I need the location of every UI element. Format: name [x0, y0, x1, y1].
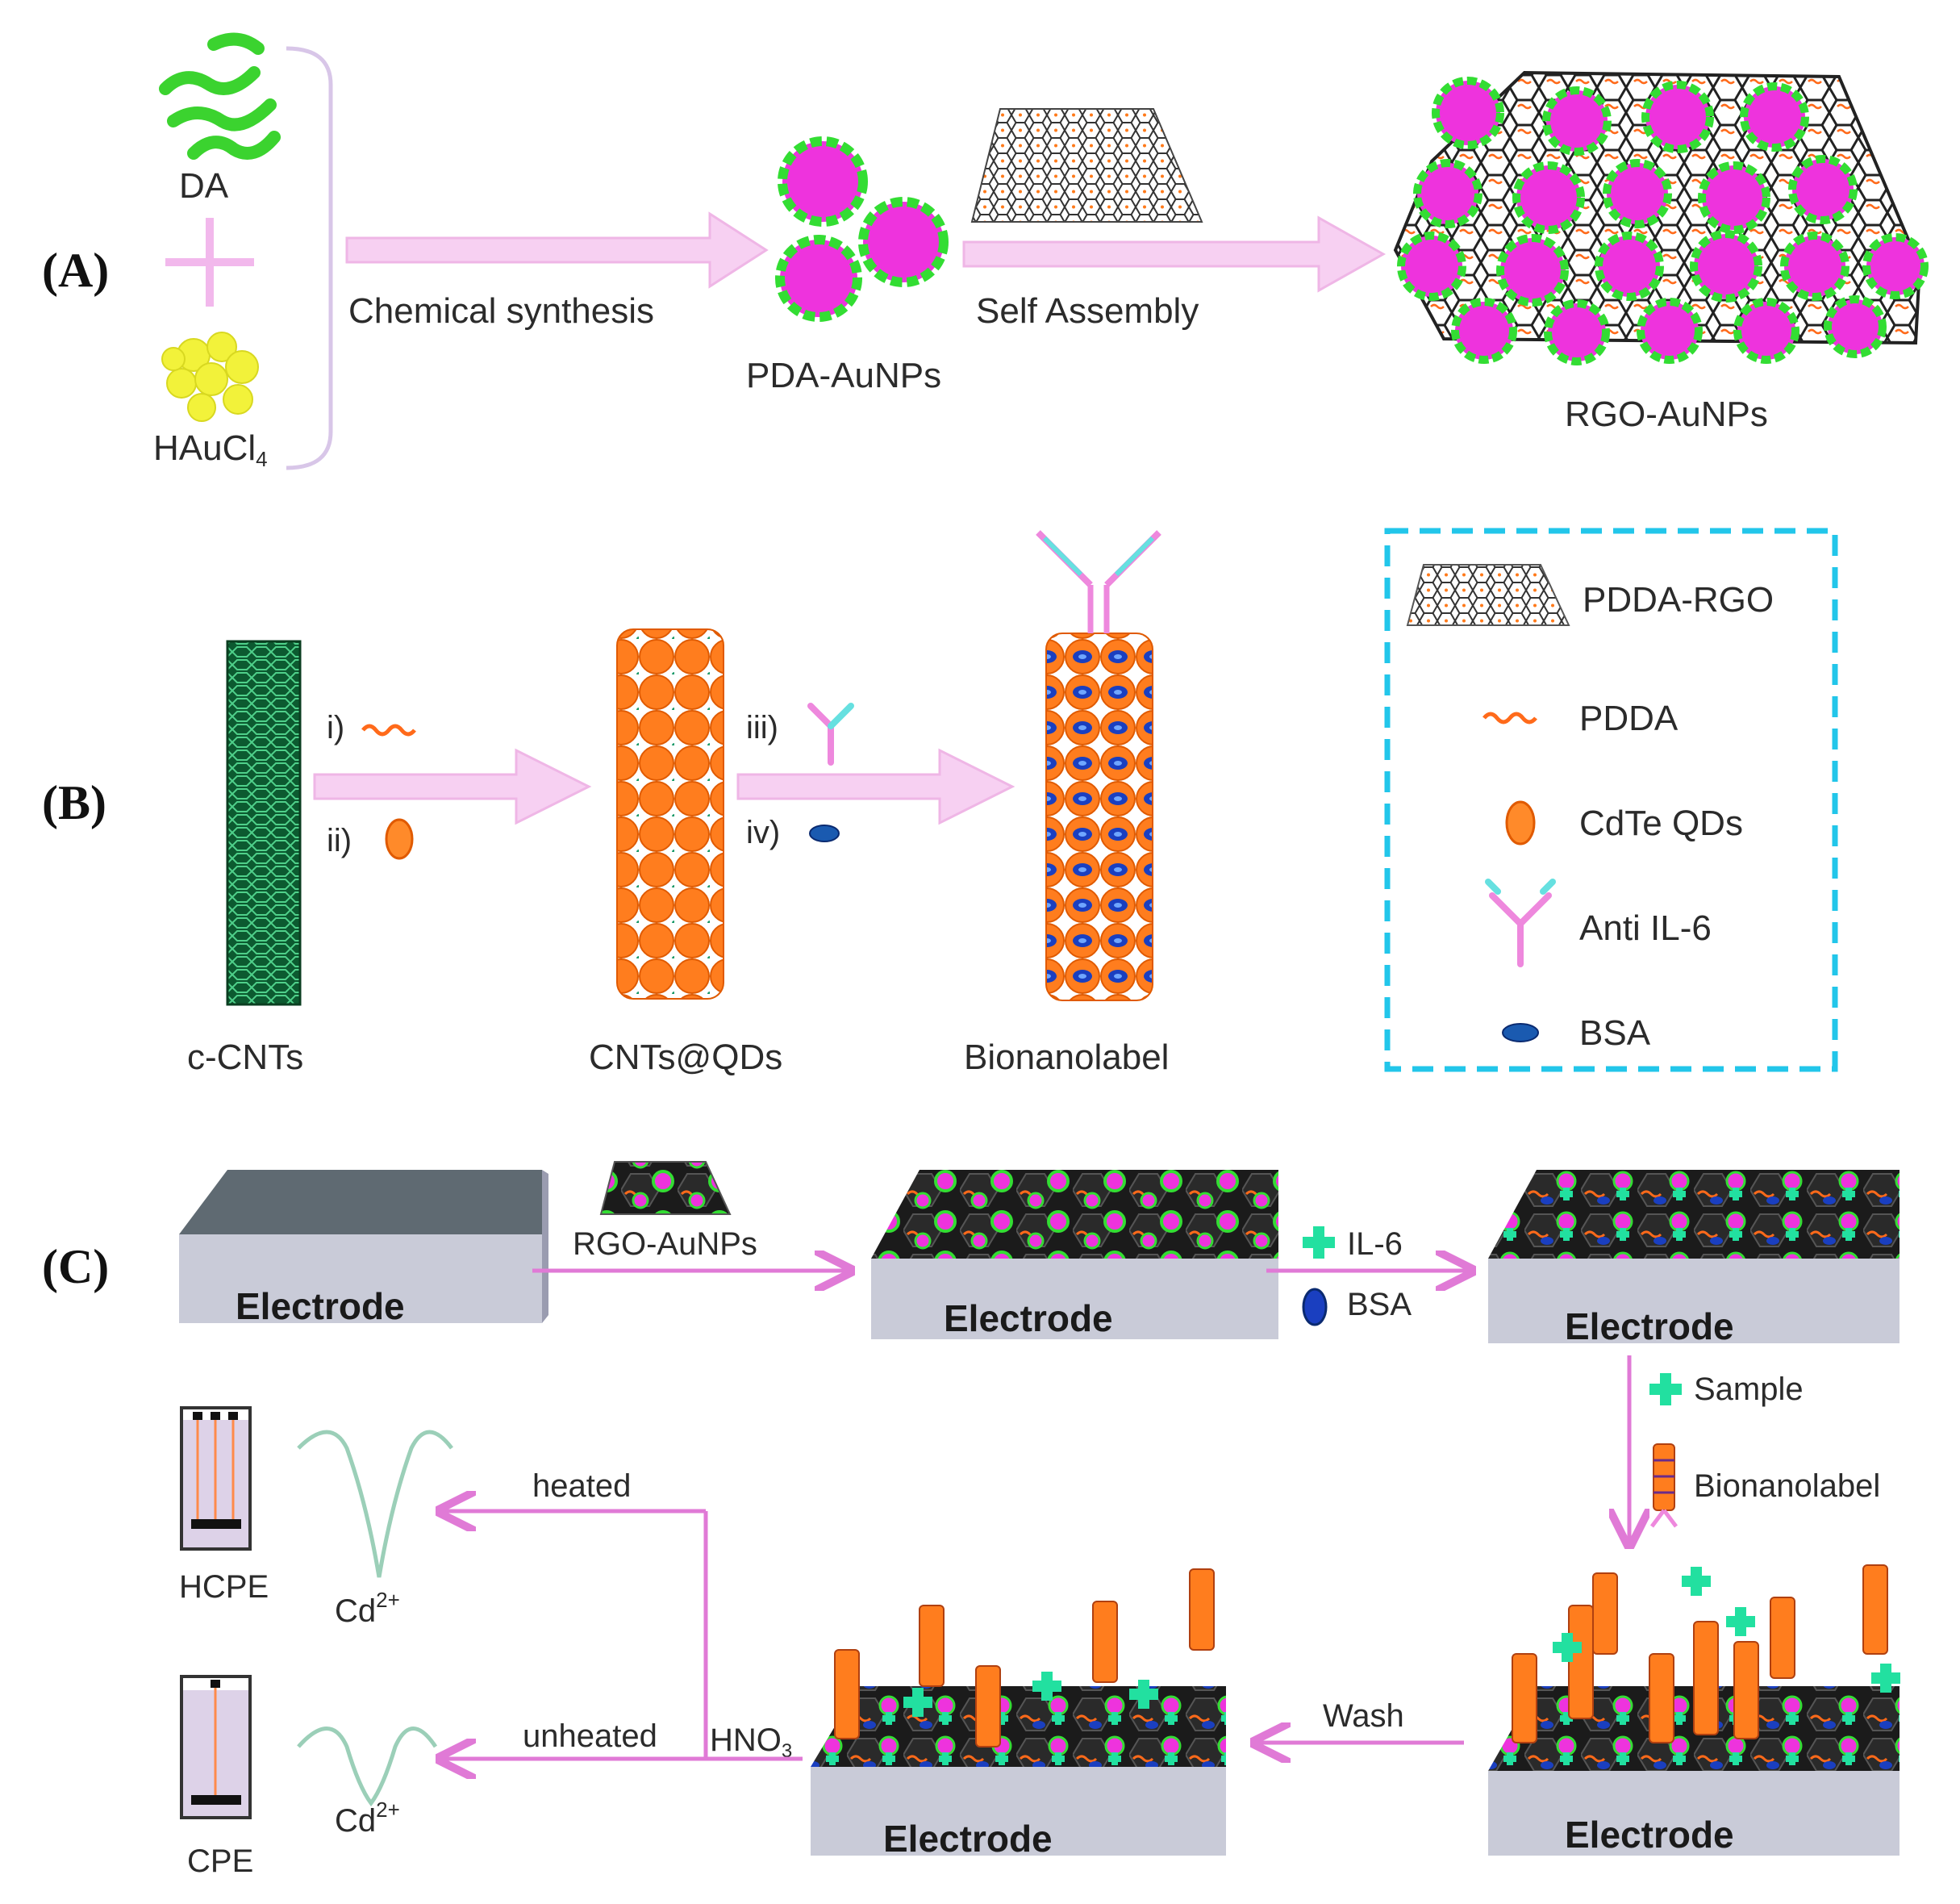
- hno3-branch-line: [703, 1511, 803, 1761]
- bsa-icon: [809, 825, 840, 842]
- cd-heated-label: Cd2+: [335, 1588, 400, 1629]
- electrode-cell-icon: [180, 1406, 252, 1551]
- quantum-dot-icon: [385, 818, 414, 860]
- step-2-arrow: [736, 748, 1015, 825]
- wash-label: Wash: [1323, 1698, 1404, 1734]
- bsa-c-icon: [1302, 1288, 1328, 1326]
- panel-b-label: (B): [42, 776, 106, 829]
- electrode-1-label: Electrode: [236, 1285, 405, 1327]
- self-assembly-arrow: [962, 215, 1387, 293]
- electrode-cell-cpe-icon: [180, 1675, 252, 1819]
- voltammetry-small-peak-icon: [297, 1727, 438, 1807]
- electrode-labeled-icon: [1488, 1564, 1900, 1856]
- legend-antibody-icon: [1485, 879, 1556, 967]
- c-cnts-label: c-CNTs: [187, 1038, 303, 1077]
- electrode-icon: [179, 1170, 548, 1323]
- legend-pdda-label: PDDA: [1579, 699, 1679, 738]
- voltammetry-peak-icon: [297, 1430, 453, 1578]
- gold-nanoparticle-icon: [775, 136, 949, 322]
- cnts-qds-label: CNTs@QDs: [589, 1038, 782, 1077]
- step-iii-label: iii): [746, 710, 778, 745]
- step-iv-label: iv): [746, 815, 780, 850]
- electrode-4-label: Electrode: [1565, 1814, 1734, 1856]
- bionanolabel-label: Bionanolabel: [964, 1038, 1169, 1077]
- electrode-il6-icon: [1488, 1170, 1900, 1343]
- electrode-5-label: Electrode: [883, 1818, 1053, 1860]
- bsa-c-label: BSA: [1347, 1287, 1412, 1322]
- cnts-qds-icon: [616, 628, 724, 1000]
- legend-bsa-label: BSA: [1579, 1013, 1651, 1053]
- il6-antigen-icon: [1303, 1226, 1335, 1259]
- step-1-arrow: [313, 748, 592, 825]
- cpe-label: CPE: [187, 1843, 253, 1879]
- electrode-2-label: Electrode: [944, 1297, 1113, 1339]
- antibody-icon: [807, 703, 854, 766]
- legend-box: [1384, 528, 1838, 1072]
- il6-label: IL-6: [1347, 1226, 1403, 1262]
- cd-unheated-label: Cd2+: [335, 1798, 400, 1839]
- rgo-aunps-label: RGO-AuNPs: [1565, 395, 1768, 434]
- electrode-3-label: Electrode: [1565, 1305, 1734, 1347]
- legend-pdda-icon: [1483, 712, 1537, 724]
- hcpe-label: HCPE: [179, 1569, 269, 1605]
- synthesis-arrow: [345, 211, 769, 289]
- dopamine-strand-icon: [159, 32, 281, 160]
- bionanolabel-icon: [1036, 530, 1161, 1001]
- panel-c-label: (C): [42, 1240, 109, 1293]
- legend-pdda-rgo-label: PDDA-RGO: [1583, 580, 1774, 620]
- electrode-modified-icon: [871, 1170, 1278, 1339]
- carbon-nanotube-icon: [226, 640, 302, 1006]
- legend-cdte-qds-icon: [1505, 800, 1536, 846]
- plus-icon: [165, 218, 254, 307]
- hno3-label: HNO3: [710, 1722, 792, 1762]
- unheated-label: unheated: [523, 1718, 657, 1754]
- haucl4-label: HAuCl4: [153, 428, 268, 471]
- bionanolabel-c-label: Bionanolabel: [1694, 1468, 1880, 1504]
- panel-a-label: (A): [42, 244, 109, 297]
- graphene-sheet-icon: [970, 108, 1203, 223]
- step-i-label: i): [327, 710, 344, 745]
- pdda-icon: [361, 724, 416, 737]
- rgo-aunps-reagent-label: RGO-AuNPs: [573, 1226, 757, 1262]
- da-label: DA: [179, 166, 229, 206]
- rgo-aunps-mini-icon: [599, 1161, 732, 1215]
- pda-aunps-label: PDA-AuNPs: [746, 356, 941, 395]
- heated-label: heated: [532, 1468, 631, 1504]
- legend-cdte-qds-label: CdTe QDs: [1579, 804, 1743, 843]
- rgo-aunps-network-icon: [1393, 70, 1929, 365]
- bionanolabel-mini-icon: [1650, 1443, 1678, 1528]
- electrode-washed-icon: [811, 1568, 1226, 1856]
- haucl4-cluster-icon: [161, 332, 259, 422]
- sample-icon: [1649, 1373, 1682, 1405]
- step-ii-label: ii): [327, 823, 352, 858]
- reactant-bracket: [286, 46, 333, 470]
- chemical-synthesis-label: Chemical synthesis: [348, 291, 654, 331]
- self-assembly-label: Self Assembly: [976, 291, 1199, 331]
- legend-anti-il6-label: Anti IL-6: [1579, 908, 1712, 948]
- legend-pdda-rgo-icon: [1406, 564, 1570, 626]
- sample-label: Sample: [1694, 1372, 1804, 1407]
- legend-bsa-icon: [1502, 1023, 1539, 1042]
